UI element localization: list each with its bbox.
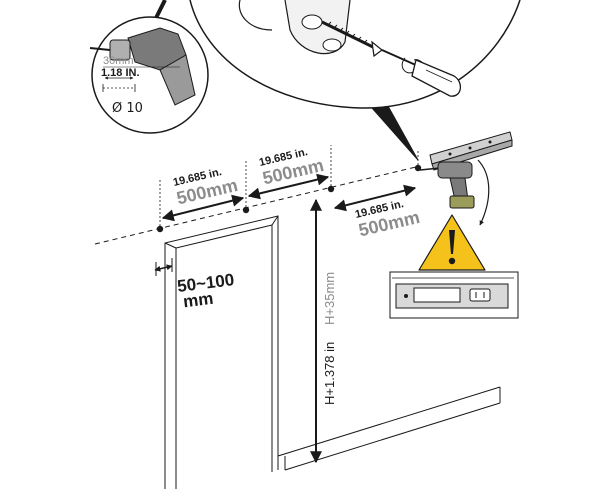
mounting-points <box>156 164 422 233</box>
screwdriver-icon <box>381 49 461 97</box>
warning-icon <box>414 210 490 274</box>
drill-diameter-label: Ø 10 <box>112 101 143 116</box>
offset-label: 50~100 mm <box>176 270 235 312</box>
drill-icon <box>419 159 490 226</box>
height-label-inches: H+1.378 in <box>322 342 337 405</box>
spacing-label-2: 19.685 in. 500mm <box>258 146 326 188</box>
drill-depth-mm: 30mm <box>103 55 134 67</box>
spacing-arrow-1 <box>161 194 245 222</box>
drill-depth-inches: 1.18 IN. <box>101 67 140 79</box>
drill-depth-detail: 30mm 1.18 IN. Ø 10 <box>89 0 209 134</box>
spacing-arrow-2 <box>247 173 330 200</box>
screw-icon <box>321 20 383 58</box>
svg-text:mm: mm <box>182 289 214 312</box>
wall-plug-icon <box>238 0 351 55</box>
magnified-detail-circle <box>189 0 521 161</box>
height-label-mm: H+35mm <box>322 272 337 325</box>
spirit-level-icon <box>389 271 519 319</box>
drill-icon <box>89 27 196 106</box>
spacing-label-3: 19.685 in. 500mm <box>354 198 422 240</box>
reference-line <box>94 165 421 245</box>
cabinet-opening <box>164 215 501 489</box>
spacing-arrow-3 <box>333 184 417 212</box>
offset-arrow <box>154 264 173 272</box>
